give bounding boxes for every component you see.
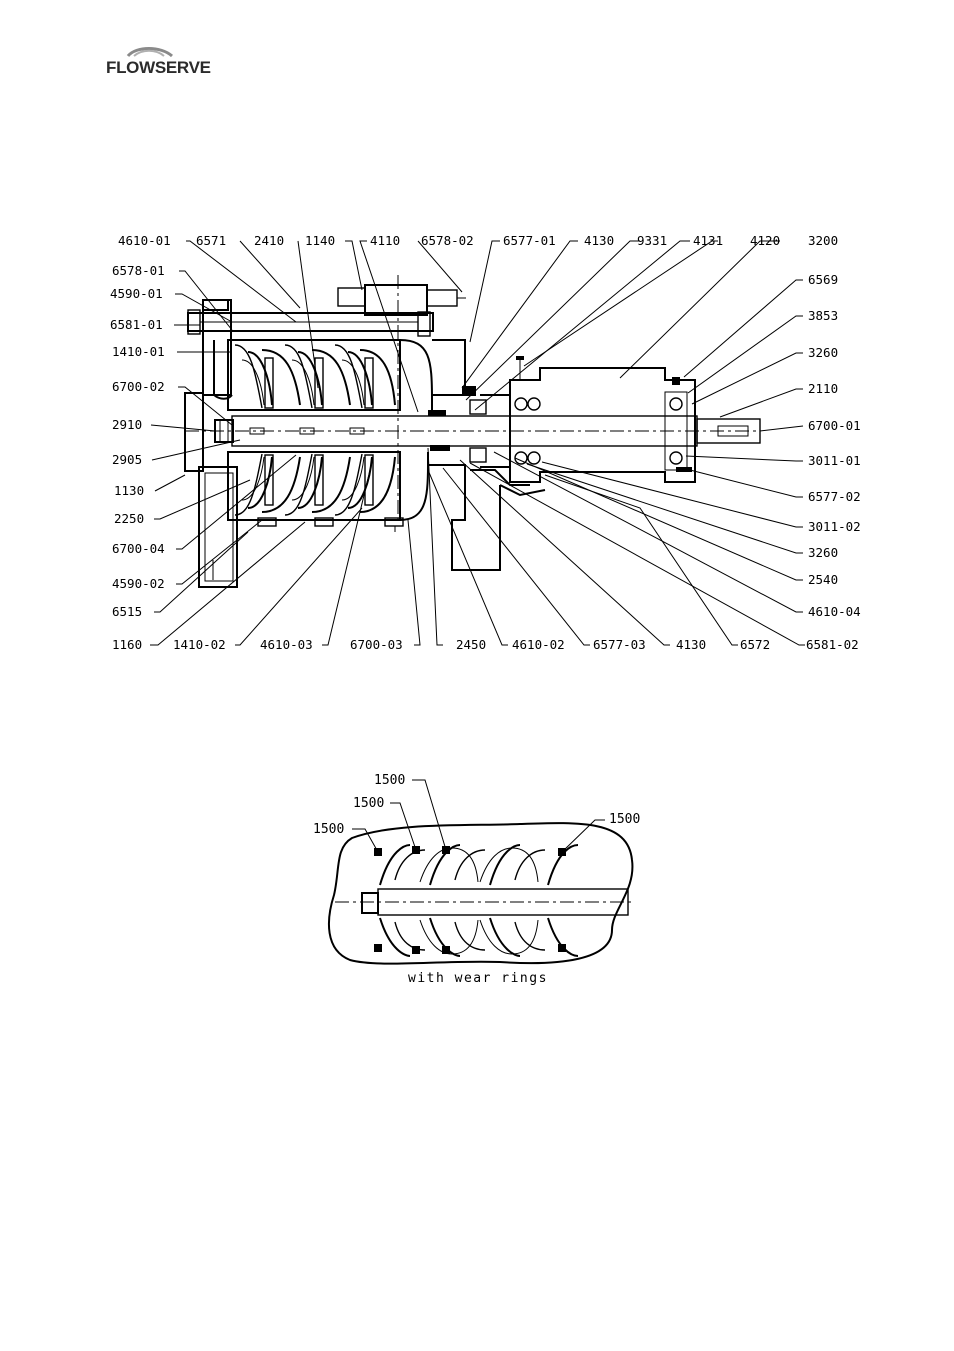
part-label: 2905 — [112, 452, 142, 467]
part-label: 4120 — [750, 233, 780, 248]
part-label: 1410-02 — [173, 637, 226, 652]
logo-mark — [126, 47, 174, 58]
part-label: 4130 — [584, 233, 614, 248]
part-label: 6700-01 — [808, 418, 861, 433]
part-label: 1160 — [112, 637, 142, 652]
part-label: 6577-03 — [593, 637, 646, 652]
part-label: 9331 — [637, 233, 667, 248]
detail-caption: with wear rings — [408, 971, 548, 986]
part-label: 2250 — [114, 511, 144, 526]
part-label: 4110 — [370, 233, 400, 248]
part-label: 6572 — [740, 637, 770, 652]
part-label: 3200 — [808, 233, 838, 248]
part-label: 2540 — [808, 572, 838, 587]
part-label: 6569 — [808, 272, 838, 287]
logo-text: FLOWSERVE — [106, 58, 211, 77]
part-label: 6581-01 — [110, 317, 163, 332]
wear-rings-detail: 1500 1500 1500 1500 with wear rings — [313, 773, 640, 986]
part-label: 6700-02 — [112, 379, 165, 394]
main-pump-section — [184, 275, 761, 588]
part-label: 6515 — [112, 604, 142, 619]
part-label: 3011-02 — [808, 519, 861, 534]
part-label: 3011-01 — [808, 453, 861, 468]
part-label: 4590-02 — [112, 576, 165, 591]
part-label: 3260 — [808, 545, 838, 560]
part-label: 6571 — [196, 233, 226, 248]
lower-impellers — [374, 917, 579, 957]
leader-lines — [150, 240, 805, 646]
part-label: 6577-02 — [808, 489, 861, 504]
wear-ring-label: 1500 — [374, 773, 405, 788]
part-label: 4610-01 — [118, 233, 171, 248]
part-label: 4610-02 — [512, 637, 565, 652]
main-part-labels: 4610-01 6571 2410 1140 4110 6578-02 6577… — [110, 233, 861, 652]
part-label: 4610-03 — [260, 637, 313, 652]
part-label: 3260 — [808, 345, 838, 360]
wear-ring-label: 1500 — [609, 812, 640, 827]
part-label: 6581-02 — [806, 637, 859, 652]
flowserve-logo: FLOWSERVE — [106, 47, 211, 77]
part-label: 4131 — [693, 233, 723, 248]
part-label: 6700-03 — [350, 637, 403, 652]
part-label: 4590-01 — [110, 286, 163, 301]
wear-ring-label: 1500 — [313, 822, 344, 837]
part-label: 6700-04 — [112, 541, 165, 556]
upper-impellers — [374, 844, 579, 886]
part-label: 1130 — [114, 483, 144, 498]
part-label: 6578-02 — [421, 233, 474, 248]
part-label: 2910 — [112, 417, 142, 432]
part-label: 6577-01 — [503, 233, 556, 248]
part-label: 2410 — [254, 233, 284, 248]
part-label: 4130 — [676, 637, 706, 652]
part-label: 1410-01 — [112, 344, 165, 359]
part-label: 4610-04 — [808, 604, 861, 619]
part-label: 1140 — [305, 233, 335, 248]
wear-ring-label: 1500 — [353, 796, 384, 811]
part-label: 6578-01 — [112, 263, 165, 278]
part-label: 2450 — [456, 637, 486, 652]
part-label: 3853 — [808, 308, 838, 323]
part-label: 2110 — [808, 381, 838, 396]
